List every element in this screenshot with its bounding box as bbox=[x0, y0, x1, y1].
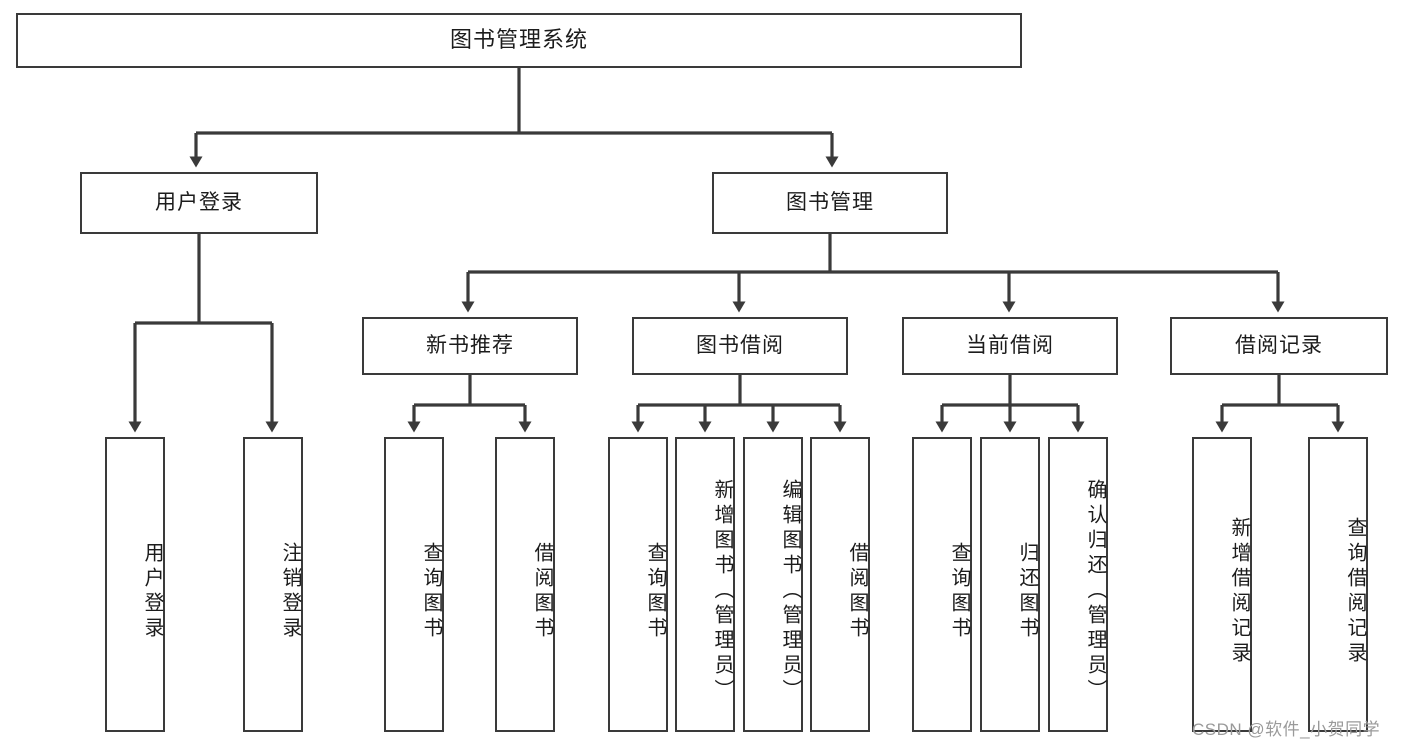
leaf-query-book-2[interactable]: 查询图书 bbox=[608, 437, 668, 732]
csdn-watermark: CSDN @软件_小贺同学 bbox=[1192, 720, 1381, 739]
leaf-query-book-1[interactable]: 查询图书 bbox=[384, 437, 444, 732]
leaf-confirm-return[interactable]: 确认归还（管理员） bbox=[1048, 437, 1108, 732]
node-root[interactable]: 图书管理系统 bbox=[16, 13, 1022, 68]
leaf-query-record[interactable]: 查询借阅记录 bbox=[1308, 437, 1368, 732]
leaf-label: 确认归还（管理员） bbox=[1084, 479, 1106, 704]
leaf-label: 查询借阅记录 bbox=[1344, 516, 1366, 667]
leaf-label: 借阅图书 bbox=[846, 541, 868, 642]
leaf-label: 查询图书 bbox=[420, 541, 442, 642]
leaf-label: 新增图书（管理员） bbox=[711, 479, 733, 704]
leaf-label: 新增借阅记录 bbox=[1228, 516, 1250, 667]
node-borrow-record[interactable]: 借阅记录 bbox=[1170, 317, 1388, 375]
leaf-edit-book[interactable]: 编辑图书（管理员） bbox=[743, 437, 803, 732]
leaf-borrow-book-1[interactable]: 借阅图书 bbox=[495, 437, 555, 732]
node-book-borrow[interactable]: 图书借阅 bbox=[632, 317, 848, 375]
leaf-label: 查询图书 bbox=[644, 541, 666, 642]
leaf-add-book[interactable]: 新增图书（管理员） bbox=[675, 437, 735, 732]
leaf-user-login[interactable]: 用户登录 bbox=[105, 437, 165, 732]
leaf-borrow-book-2[interactable]: 借阅图书 bbox=[810, 437, 870, 732]
leaf-user-logout[interactable]: 注销登录 bbox=[243, 437, 303, 732]
leaf-label: 注销登录 bbox=[279, 541, 301, 642]
node-new-book-recommend[interactable]: 新书推荐 bbox=[362, 317, 578, 375]
leaf-label: 用户登录 bbox=[141, 541, 163, 642]
leaf-return-book[interactable]: 归还图书 bbox=[980, 437, 1040, 732]
node-current-borrow[interactable]: 当前借阅 bbox=[902, 317, 1118, 375]
node-book-manage[interactable]: 图书管理 bbox=[712, 172, 948, 234]
node-user-login[interactable]: 用户登录 bbox=[80, 172, 318, 234]
leaf-label: 借阅图书 bbox=[531, 541, 553, 642]
leaf-query-book-3[interactable]: 查询图书 bbox=[912, 437, 972, 732]
leaf-label: 归还图书 bbox=[1016, 541, 1038, 642]
leaf-add-record[interactable]: 新增借阅记录 bbox=[1192, 437, 1252, 732]
leaf-label: 编辑图书（管理员） bbox=[779, 479, 801, 704]
leaf-label: 查询图书 bbox=[948, 541, 970, 642]
